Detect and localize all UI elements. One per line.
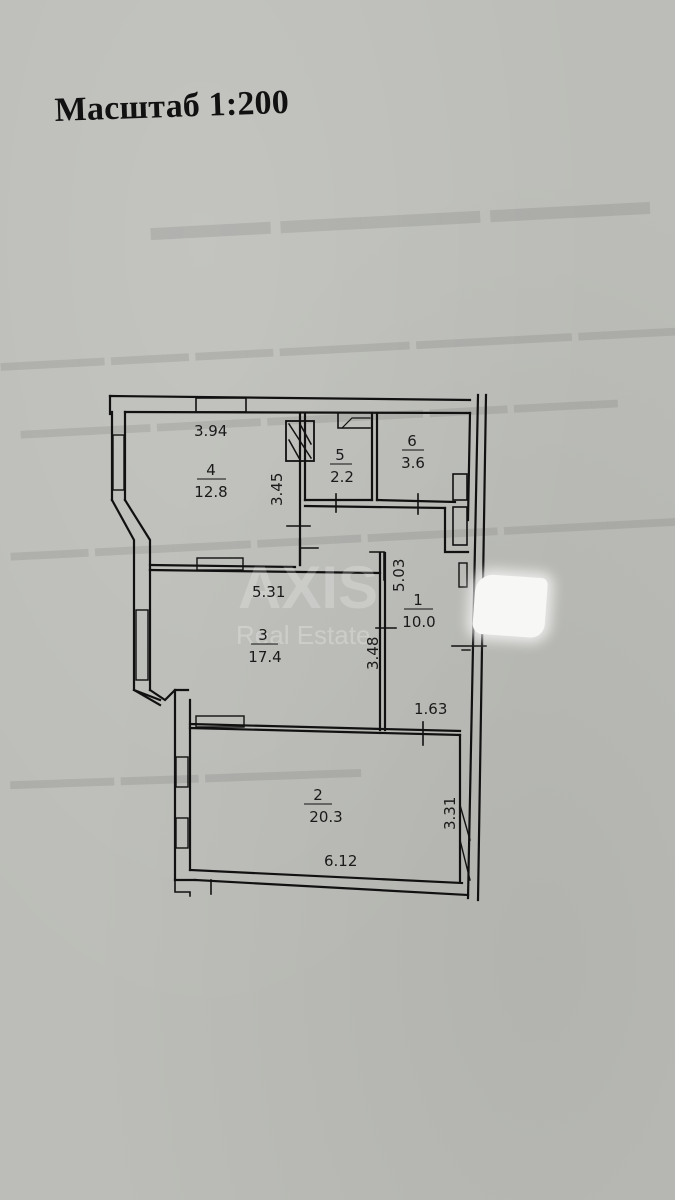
svg-text:5: 5 bbox=[335, 446, 345, 464]
dimension-room1-length: 5.03 bbox=[390, 559, 408, 592]
svg-text:3.6: 3.6 bbox=[401, 454, 425, 472]
room-label-3: 3 17.4 bbox=[248, 626, 281, 666]
svg-text:3: 3 bbox=[258, 626, 268, 644]
svg-text:6: 6 bbox=[407, 432, 417, 450]
dimension-room2-depth: 3.31 bbox=[441, 797, 459, 830]
svg-text:17.4: 17.4 bbox=[248, 648, 281, 666]
room-label-5: 5 2.2 bbox=[330, 446, 354, 486]
dimension-room2-width: 6.12 bbox=[324, 852, 357, 870]
watermark-subtitle: Real Estate bbox=[236, 620, 370, 650]
room-label-1: 1 10.0 bbox=[402, 591, 435, 631]
svg-text:12.8: 12.8 bbox=[194, 483, 227, 501]
svg-text:4: 4 bbox=[206, 461, 216, 479]
redaction-patch bbox=[471, 573, 549, 639]
svg-text:2: 2 bbox=[313, 786, 323, 804]
dimension-room4-depth: 3.45 bbox=[268, 473, 286, 506]
room-label-2: 2 20.3 bbox=[304, 786, 343, 826]
svg-text:1: 1 bbox=[413, 591, 423, 609]
dimension-room4-width: 3.94 bbox=[194, 422, 227, 440]
dimension-room3-width: 5.31 bbox=[252, 583, 285, 601]
dimension-room3-depth: 3.48 bbox=[364, 637, 382, 670]
room-label-6: 6 3.6 bbox=[401, 432, 425, 472]
svg-text:10.0: 10.0 bbox=[402, 613, 435, 631]
svg-text:20.3: 20.3 bbox=[309, 808, 342, 826]
svg-text:2.2: 2.2 bbox=[330, 468, 354, 486]
watermark-brand: AXIS bbox=[238, 554, 378, 621]
dimension-room1-width: 1.63 bbox=[414, 700, 447, 718]
room-label-4: 4 12.8 bbox=[194, 461, 227, 501]
